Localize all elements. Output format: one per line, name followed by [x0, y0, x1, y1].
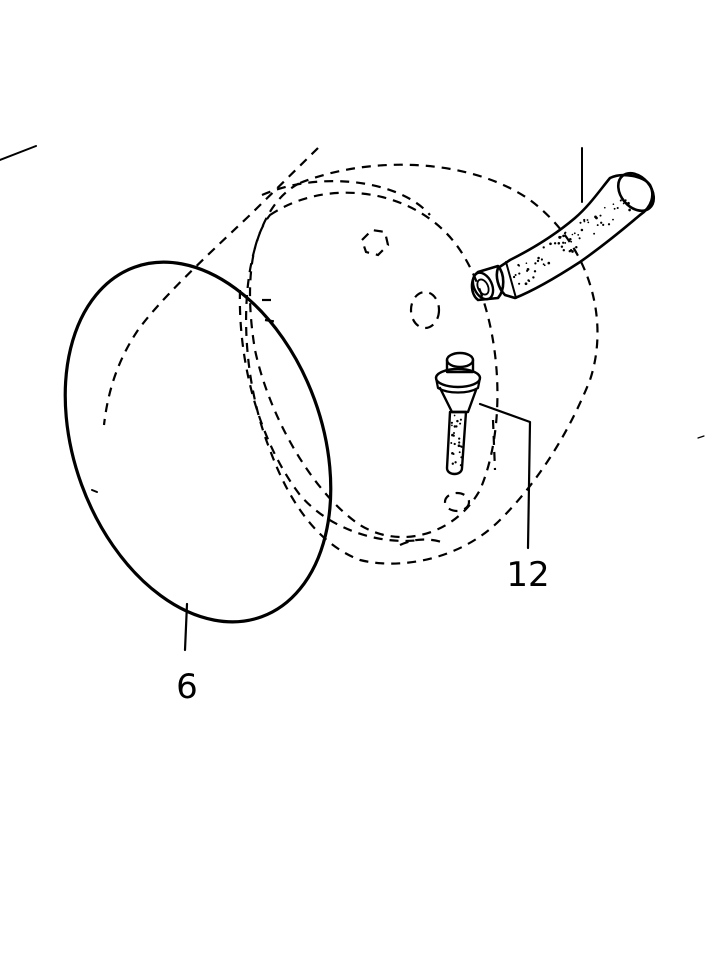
- stipple-dot: [456, 419, 459, 423]
- stipple-dot: [542, 263, 545, 266]
- stipple-dot: [579, 221, 582, 224]
- stipple-dot: [599, 214, 602, 217]
- stipple-dot: [459, 418, 462, 421]
- stipple-dot: [563, 232, 566, 235]
- stipple-dot: [451, 433, 454, 437]
- stipple-dot: [450, 442, 453, 444]
- stipple-dot: [580, 228, 584, 232]
- stipple-dot: [460, 445, 463, 448]
- edge-mark-top-left: [0, 145, 37, 161]
- pin-plug-part: [434, 351, 482, 476]
- stipple-dot: [586, 219, 589, 221]
- stipple-dot: [534, 262, 537, 265]
- stipple-dot: [564, 241, 567, 244]
- stipple-dot: [595, 216, 598, 220]
- stipple-dot: [537, 256, 540, 260]
- stipple-dot: [532, 276, 535, 279]
- stipple-dot: [460, 456, 463, 459]
- stipple-dot: [453, 432, 455, 434]
- stipple-dot: [543, 264, 546, 267]
- stipple-dot: [547, 261, 551, 265]
- stipple-dot: [575, 245, 578, 249]
- stipple-dot: [558, 235, 561, 239]
- stipple-dot: [526, 269, 529, 272]
- stipple-dot: [612, 218, 614, 221]
- stipple-dot: [457, 444, 461, 448]
- stipple-dot: [459, 464, 462, 467]
- edge-mark-right: [697, 435, 705, 439]
- stipple-dot: [562, 249, 565, 252]
- stipple-dot: [583, 220, 586, 223]
- stipple-dot: [573, 232, 576, 235]
- stipple-dot: [560, 245, 564, 248]
- stipple-dot: [458, 437, 461, 440]
- stipple-dot: [524, 282, 528, 286]
- stipple-dot: [596, 224, 599, 227]
- stipple-dot: [593, 232, 596, 235]
- stipple-dot: [571, 233, 574, 236]
- stipple-dot: [451, 424, 453, 427]
- stipple-dot: [613, 207, 616, 210]
- stipple-dot: [553, 242, 557, 245]
- stipple-dot: [542, 246, 545, 249]
- callout-label-12: 12: [506, 555, 549, 595]
- stipple-dot: [562, 241, 565, 244]
- stipple-dot: [568, 249, 572, 253]
- stipple-dot: [458, 441, 461, 444]
- stipple-dot: [518, 264, 521, 267]
- lens-cover-tick: [91, 489, 98, 493]
- stipple-dot: [587, 221, 590, 224]
- stipple-dot: [571, 250, 574, 253]
- hidden-housing-outline: [102, 147, 599, 565]
- stipple-dot: [512, 275, 516, 279]
- stipple-dot: [518, 272, 521, 275]
- lens-cover-part: [63, 260, 333, 624]
- stipple-dot: [628, 208, 631, 212]
- stipple-dot: [578, 237, 581, 240]
- stipple-dot: [533, 270, 537, 273]
- stipple-dot: [619, 199, 622, 202]
- stipple-dot: [622, 202, 625, 205]
- stipple-dot: [536, 259, 540, 263]
- callout-12-leader: [478, 402, 532, 550]
- stipple-dot: [603, 206, 606, 209]
- stipple-dot: [453, 414, 456, 417]
- stipple-dot: [518, 282, 521, 285]
- stipple-dot: [612, 203, 615, 206]
- stipple-dot: [569, 238, 572, 241]
- stipple-dot: [562, 234, 565, 238]
- stipple-dot: [577, 233, 580, 236]
- stipple-dot: [453, 442, 456, 446]
- stipple-dot: [458, 451, 461, 454]
- stipple-dot: [451, 451, 454, 455]
- callout-label-6: 6: [176, 667, 198, 707]
- callout-6-leader: [183, 602, 189, 652]
- stipple-dot: [451, 462, 454, 465]
- stipple-dot: [570, 240, 573, 243]
- stipple-dot: [459, 422, 462, 425]
- stipple-dot: [600, 221, 603, 224]
- stipple-dot: [528, 280, 531, 283]
- stipple-dot: [616, 206, 619, 210]
- stipple-dot: [627, 202, 630, 205]
- stipple-dot: [540, 258, 544, 261]
- stipple-dot: [557, 242, 561, 245]
- stipple-dot: [454, 461, 457, 464]
- stipple-dot: [455, 425, 458, 428]
- stipple-dot: [607, 223, 611, 226]
- stipple-dot: [549, 242, 552, 246]
- hose-part: [470, 147, 656, 302]
- stipple-dot: [525, 262, 528, 265]
- stipple-dot: [450, 421, 453, 424]
- stipple-dot: [514, 273, 517, 277]
- stipple-dot: [624, 199, 627, 202]
- stipple-dot: [602, 223, 605, 226]
